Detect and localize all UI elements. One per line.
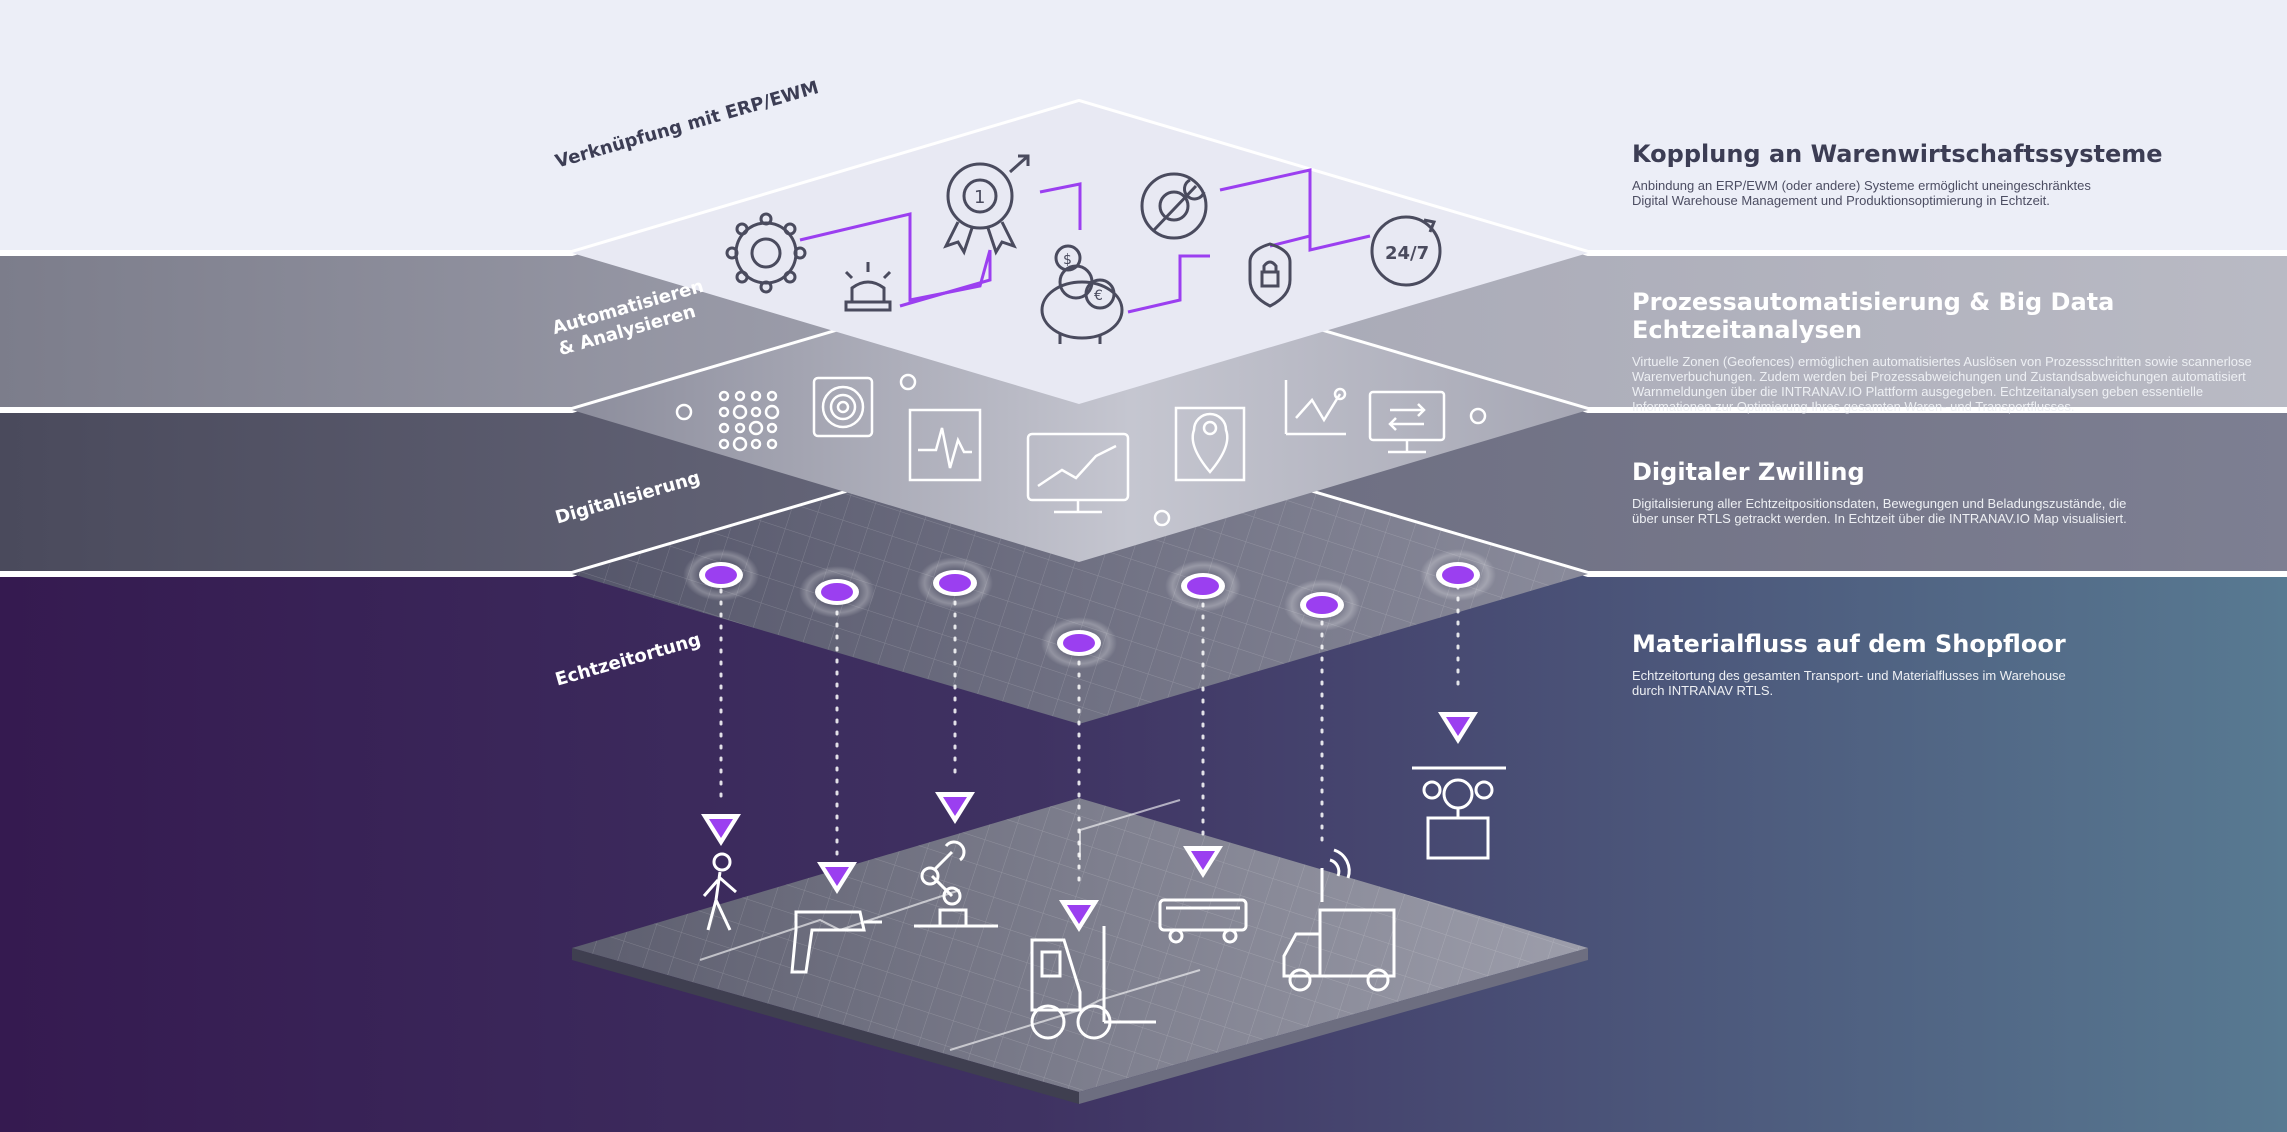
geofence-marker-icon bbox=[1153, 509, 1171, 527]
svg-text:24/7: 24/7 bbox=[1385, 243, 1429, 264]
band-desc: Digitalisierung aller Echtzeitpositionsd… bbox=[1632, 496, 2127, 526]
walking-person-icon bbox=[702, 852, 737, 931]
tag-marker-icon bbox=[1183, 846, 1223, 878]
map-pin-icon bbox=[1174, 406, 1246, 482]
erp-connector-line bbox=[799, 212, 992, 302]
tag-marker-icon bbox=[1059, 900, 1099, 932]
band-title: Digitaler Zwilling bbox=[1632, 458, 1865, 486]
scatter-chart-icon bbox=[1284, 380, 1347, 436]
conveyor-icon bbox=[1158, 898, 1248, 944]
tag-marker-icon bbox=[701, 814, 741, 846]
award-medal-icon: 1 bbox=[943, 154, 1030, 256]
line-chart-monitor-icon bbox=[1026, 432, 1130, 514]
drill-tool-icon bbox=[790, 910, 882, 974]
rtls-anchor bbox=[799, 566, 875, 618]
band-shopfloor-text: Materialfluss auf dem Shopfloor Echtzeit… bbox=[1632, 630, 2262, 698]
svg-text:$: $ bbox=[1063, 252, 1072, 268]
tag-marker-icon bbox=[817, 862, 857, 894]
rtls-anchor bbox=[1165, 560, 1241, 612]
svg-text:€: € bbox=[1094, 288, 1103, 304]
band-title: Materialfluss auf dem Shopfloor bbox=[1632, 630, 2066, 658]
rtls-anchor bbox=[917, 557, 993, 609]
band-title: Prozessautomatisierung & Big Data Echtze… bbox=[1632, 288, 2115, 344]
rtls-grid-layer bbox=[572, 424, 1588, 724]
fingerprint-scan-icon bbox=[812, 376, 874, 438]
band-desc: Virtuelle Zonen (Geofences) ermöglichen … bbox=[1632, 354, 2252, 414]
band-digital-text: Digitaler Zwilling Digitalisierung aller… bbox=[1632, 458, 2262, 526]
gear-icon bbox=[725, 212, 807, 294]
shield-lock-icon bbox=[1248, 242, 1292, 308]
svg-text:1: 1 bbox=[974, 187, 985, 208]
rtls-anchor bbox=[1420, 549, 1496, 601]
rtls-anchor bbox=[1284, 579, 1360, 631]
rtls-anchors bbox=[683, 549, 1496, 892]
robot-arm-icon bbox=[914, 840, 998, 928]
signal-chart-icon bbox=[908, 408, 982, 482]
band-automation-text: Prozessautomatisierung & Big Data Echtze… bbox=[1632, 288, 2262, 414]
forklift-icon bbox=[1030, 926, 1156, 1040]
geofence-marker-icon bbox=[899, 373, 917, 391]
clock-24-7-icon: 24/7 bbox=[1370, 215, 1442, 287]
band-desc: Anbindung an ERP/EWM (oder andere) Syste… bbox=[1632, 178, 2091, 208]
piggy-bank-coins-icon: $ € bbox=[1040, 244, 1124, 344]
band-erp-text: Kopplung an Warenwirtschaftssysteme Anbi… bbox=[1632, 140, 2262, 208]
band-title: Kopplung an Warenwirtschaftssysteme bbox=[1632, 140, 2163, 168]
alarm-light-icon bbox=[844, 262, 892, 312]
transfer-monitor-icon bbox=[1368, 390, 1446, 454]
wrench-gear-icon bbox=[1140, 172, 1208, 240]
rtls-tags bbox=[701, 712, 1478, 932]
digital-twin-layer bbox=[572, 260, 1588, 562]
band-desc: Echtzeitortung des gesamten Transport- u… bbox=[1632, 668, 2066, 698]
tag-marker-icon bbox=[1438, 712, 1478, 744]
dot-matrix-icon bbox=[718, 390, 780, 452]
rtls-anchor bbox=[1041, 617, 1117, 669]
tag-marker-icon bbox=[935, 792, 975, 824]
shopfloor-slab bbox=[572, 798, 1588, 1104]
drone-icon bbox=[1412, 766, 1506, 860]
truck-icon bbox=[1282, 848, 1396, 992]
rtls-anchor bbox=[683, 549, 759, 601]
geofence-marker-icon bbox=[1469, 407, 1487, 425]
geofence-marker-icon bbox=[675, 403, 693, 421]
